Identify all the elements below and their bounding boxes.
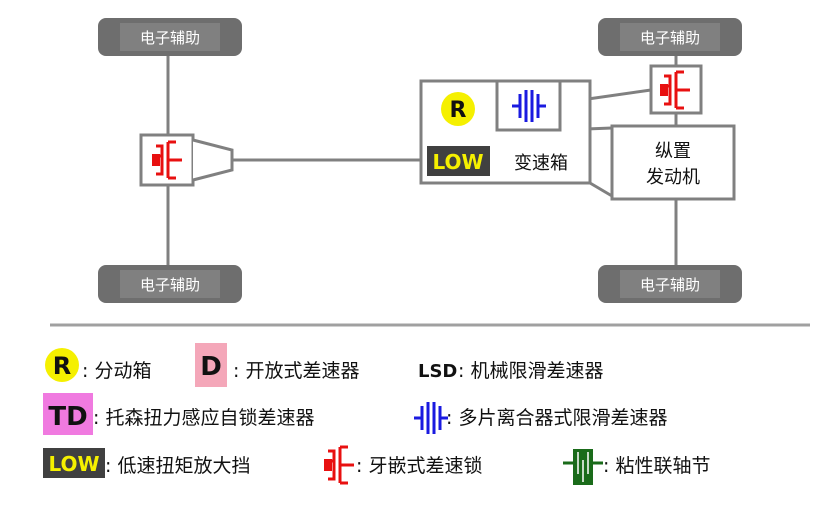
legend-td-badge: TD xyxy=(48,402,87,432)
transfer-case-badge xyxy=(441,92,475,126)
tire-rear-right: 电子辅助 xyxy=(598,265,742,303)
legend-r-badge: R xyxy=(53,352,71,380)
legend-multiplate-text: : 多片离合器式限滑差速器 xyxy=(446,407,667,429)
tire-label: 电子辅助 xyxy=(640,276,700,294)
legend-dog-text: : 牙嵌式差速锁 xyxy=(356,455,482,477)
legend-d-badge: D xyxy=(200,352,222,382)
low-badge xyxy=(427,146,490,176)
legend-lsd-badge: LSD xyxy=(418,361,457,382)
left-differential xyxy=(139,133,234,187)
tire-label: 电子辅助 xyxy=(140,276,200,294)
right-differential xyxy=(649,64,703,115)
legend-r-text: : 分动箱 xyxy=(82,360,151,382)
tire-label: 电子辅助 xyxy=(140,29,200,47)
legend-low-text: : 低速扭矩放大挡 xyxy=(105,455,250,477)
low-badge-text: LOW xyxy=(432,150,483,174)
legend-td-text: : 托森扭力感应自锁差速器 xyxy=(93,407,314,429)
tire-front-left: 电子辅助 xyxy=(98,18,242,56)
transmission: R LOW 变速箱 xyxy=(419,79,592,185)
legend-d-text: : 开放式差速器 xyxy=(233,360,359,382)
transmission-label: 变速箱 xyxy=(514,153,568,174)
tire-front-right: 电子辅助 xyxy=(598,18,742,56)
engine-label-2: 发动机 xyxy=(646,167,700,188)
dog-clutch-icon xyxy=(322,445,356,485)
tire-label: 电子辅助 xyxy=(640,29,700,47)
multi-plate-clutch-icon xyxy=(412,400,450,436)
tire-rear-left: 电子辅助 xyxy=(98,265,242,303)
engine: 纵置 发动机 xyxy=(610,124,736,201)
engine-label-1: 纵置 xyxy=(655,141,691,162)
legend-viscous-text: : 粘性联轴节 xyxy=(603,455,710,477)
viscous-coupling-icon xyxy=(563,449,603,485)
legend-lsd-text: : 机械限滑差速器 xyxy=(458,360,603,382)
legend: R : 分动箱 D : 开放式差速器 LSD : 机械限滑差速器 TD : 托森… xyxy=(43,343,710,485)
r-badge-text: R xyxy=(450,98,467,123)
legend-low-badge: LOW xyxy=(48,452,99,476)
